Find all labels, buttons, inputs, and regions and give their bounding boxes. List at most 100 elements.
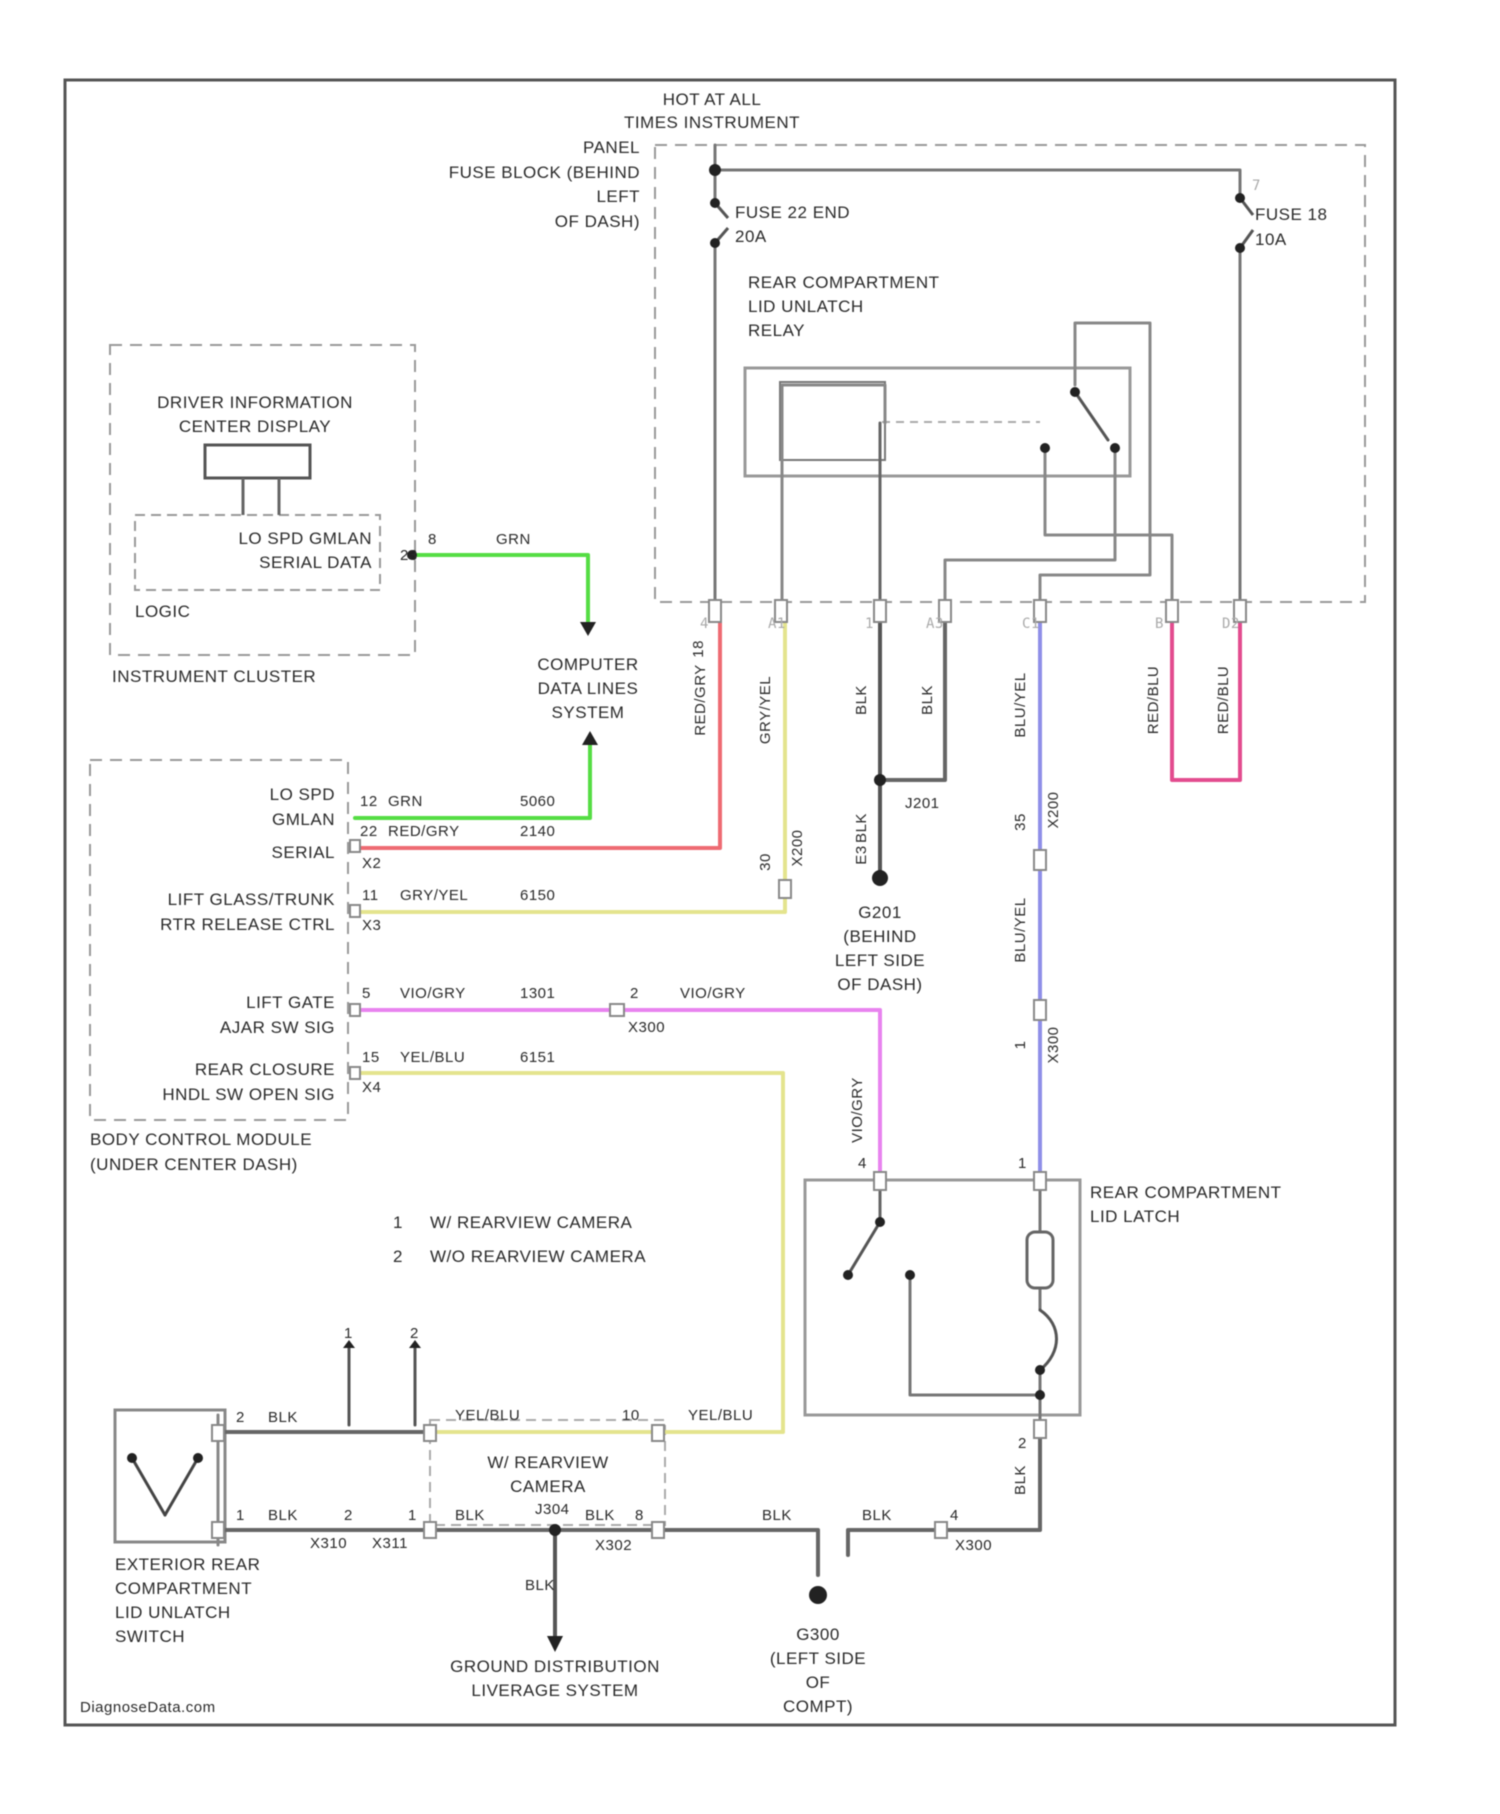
svg-text:AJAR SW SIG: AJAR SW SIG — [220, 1018, 335, 1037]
nodes — [127, 164, 1245, 1604]
svg-text:LO SPD: LO SPD — [270, 785, 335, 804]
svg-text:BLK: BLK — [762, 1507, 792, 1524]
svg-text:A3: A3 — [926, 616, 944, 632]
svg-text:SWITCH: SWITCH — [115, 1627, 185, 1646]
latch-label: REAR COMPARTMENT — [1090, 1183, 1282, 1202]
svg-text:1301: 1301 — [520, 985, 555, 1002]
svg-text:SERIAL DATA: SERIAL DATA — [259, 553, 372, 572]
relay-label: REAR COMPARTMENT — [748, 273, 940, 292]
hot-label: HOT AT ALL — [663, 90, 762, 109]
cds-label: COMPUTER — [537, 655, 638, 674]
svg-text:SERIAL: SERIAL — [272, 843, 335, 862]
svg-text:11: 11 — [362, 887, 379, 904]
note-1: W/ REARVIEW CAMERA — [430, 1213, 632, 1232]
svg-text:BLK: BLK — [455, 1507, 485, 1524]
svg-text:10A: 10A — [1255, 230, 1287, 249]
svg-text:X302: X302 — [595, 1537, 632, 1554]
svg-text:BLK: BLK — [853, 813, 870, 843]
connector-marks — [212, 600, 1246, 1538]
watermark: DiagnoseData.com — [80, 1699, 216, 1716]
svg-text:1: 1 — [393, 1213, 403, 1232]
svg-text:2: 2 — [236, 1409, 245, 1426]
fuse-bus — [715, 145, 1240, 198]
svg-text:RELAY: RELAY — [748, 321, 805, 340]
svg-text:VIO/GRY: VIO/GRY — [849, 1077, 866, 1143]
svg-text:(BEHIND: (BEHIND — [843, 927, 916, 946]
svg-text:X4: X4 — [362, 1079, 381, 1096]
svg-text:30: 30 — [757, 853, 774, 871]
svg-text:RED/GRY: RED/GRY — [388, 823, 460, 840]
svg-text:15: 15 — [362, 1049, 380, 1066]
fuse-22 — [715, 203, 728, 243]
svg-text:LIVERAGE SYSTEM: LIVERAGE SYSTEM — [471, 1681, 638, 1700]
svg-text:20A: 20A — [735, 227, 767, 246]
bcm-label: BODY CONTROL MODULE — [90, 1130, 312, 1149]
svg-text:VIO/GRY: VIO/GRY — [680, 985, 746, 1002]
svg-text:B: B — [1155, 616, 1164, 632]
svg-text:(LEFT SIDE: (LEFT SIDE — [770, 1649, 866, 1668]
svg-text:4: 4 — [950, 1507, 959, 1524]
svg-text:J201: J201 — [905, 795, 940, 812]
svg-text:GRY/YEL: GRY/YEL — [757, 676, 774, 744]
svg-text:23: 23 — [400, 547, 418, 564]
svg-text:CAMERA: CAMERA — [510, 1477, 586, 1496]
svg-text:C1: C1 — [1022, 616, 1040, 632]
svg-text:2: 2 — [630, 985, 639, 1002]
svg-text:RTR RELEASE CTRL: RTR RELEASE CTRL — [160, 915, 335, 934]
svg-text:BLK: BLK — [919, 685, 936, 715]
arrow-cds-top — [580, 622, 596, 636]
svg-text:LO SPD GMLAN: LO SPD GMLAN — [238, 529, 372, 548]
svg-text:X300: X300 — [628, 1019, 665, 1036]
svg-text:VIO/GRY: VIO/GRY — [400, 985, 466, 1002]
svg-text:X311: X311 — [372, 1535, 408, 1552]
svg-text:COMPT): COMPT) — [783, 1697, 853, 1716]
svg-text:4: 4 — [858, 1155, 867, 1172]
svg-text:1: 1 — [236, 1507, 245, 1524]
svg-text:X300: X300 — [1045, 1026, 1062, 1063]
svg-text:8: 8 — [635, 1507, 644, 1524]
svg-text:22: 22 — [360, 823, 378, 840]
switch-label: EXTERIOR REAR — [115, 1555, 260, 1574]
svg-text:PANEL: PANEL — [583, 138, 640, 157]
svg-text:1: 1 — [344, 1325, 353, 1342]
component-labels: HOT AT ALL TIMES INSTRUMENT PANEL FUSE B… — [80, 90, 1327, 1716]
svg-text:LEFT: LEFT — [596, 187, 640, 206]
svg-text:GRY/YEL: GRY/YEL — [400, 887, 468, 904]
svg-text:12: 12 — [360, 793, 378, 810]
fuse-18 — [1240, 198, 1253, 248]
svg-text:1: 1 — [1012, 1041, 1029, 1050]
fuse-block-label: FUSE BLOCK (BEHIND — [449, 163, 640, 182]
latch-solenoid — [1027, 1232, 1053, 1288]
svg-text:X2: X2 — [362, 855, 381, 872]
svg-text:J304: J304 — [535, 1501, 570, 1518]
svg-text:LID LATCH: LID LATCH — [1090, 1207, 1180, 1226]
svg-text:10: 10 — [622, 1407, 640, 1424]
svg-text:6151: 6151 — [520, 1049, 555, 1066]
svg-text:CENTER DISPLAY: CENTER DISPLAY — [179, 417, 331, 436]
svg-text:LOGIC: LOGIC — [135, 602, 190, 621]
svg-text:35: 35 — [1012, 813, 1029, 831]
dic-label: DRIVER INFORMATION — [157, 393, 353, 412]
arrow-ground — [547, 1636, 563, 1652]
instrument-cluster-label: INSTRUMENT CLUSTER — [112, 667, 316, 686]
svg-text:X310: X310 — [310, 1535, 347, 1552]
svg-text:YEL/BLU: YEL/BLU — [400, 1049, 465, 1066]
svg-text:1: 1 — [408, 1507, 417, 1524]
svg-text:GMLAN: GMLAN — [272, 810, 335, 829]
svg-text:LEFT SIDE: LEFT SIDE — [835, 951, 925, 970]
camera-label: W/ REARVIEW — [487, 1453, 608, 1472]
svg-text:X300: X300 — [955, 1537, 992, 1554]
svg-text:2: 2 — [344, 1507, 353, 1524]
g300-label: G300 — [796, 1625, 840, 1644]
svg-text:DATA LINES: DATA LINES — [538, 679, 639, 698]
svg-text:HNDL SW OPEN SIG: HNDL SW OPEN SIG — [162, 1085, 335, 1104]
svg-text:(UNDER CENTER DASH): (UNDER CENTER DASH) — [90, 1155, 298, 1174]
svg-text:BLK: BLK — [585, 1507, 615, 1524]
svg-text:6150: 6150 — [520, 887, 555, 904]
fuse22-label: FUSE 22 END — [735, 203, 850, 222]
svg-text:BLK: BLK — [525, 1577, 555, 1594]
svg-text:BLK: BLK — [1012, 1465, 1029, 1495]
ground-dist-label: GROUND DISTRIBUTION — [450, 1657, 660, 1676]
svg-text:BLU/YEL: BLU/YEL — [1012, 897, 1029, 962]
